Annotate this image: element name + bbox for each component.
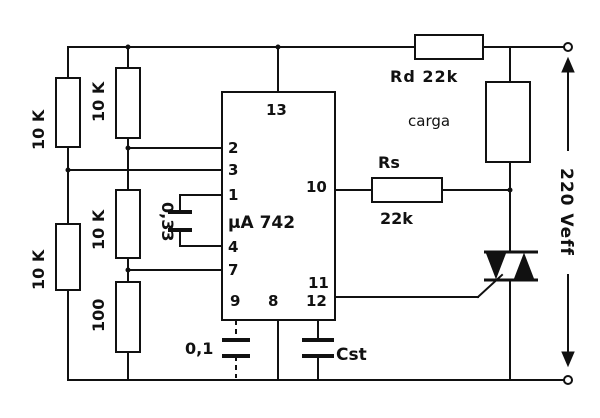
pin-9: 9 bbox=[230, 292, 240, 310]
resistor-left-inner-mid bbox=[115, 189, 141, 259]
pin-7: 7 bbox=[228, 261, 238, 279]
pin-11: 11 bbox=[308, 274, 329, 292]
chip-name: µA 742 bbox=[228, 213, 295, 233]
resistor-left-inner-bottom bbox=[115, 281, 141, 353]
capacitor-01 bbox=[222, 338, 250, 358]
label-cap-01: 0,1 bbox=[185, 339, 213, 358]
pin-4: 4 bbox=[228, 238, 238, 256]
label-rd: Rd 22k bbox=[390, 67, 458, 86]
pin-10: 10 bbox=[306, 178, 327, 196]
terminal-bottom bbox=[563, 375, 573, 385]
label-carga: carga bbox=[408, 112, 450, 130]
terminal-top bbox=[563, 42, 573, 52]
resistor-left-inner-top bbox=[115, 67, 141, 139]
label-r-left-inner-bottom: 100 bbox=[89, 299, 108, 332]
label-r-left-inner-mid: 10 K bbox=[89, 209, 108, 250]
label-rs-name: Rs bbox=[378, 153, 400, 172]
supply-arrow bbox=[561, 56, 575, 368]
pin-2: 2 bbox=[228, 139, 238, 157]
capacitor-cst bbox=[302, 338, 334, 358]
pin-1: 1 bbox=[228, 186, 238, 204]
capacitor-033 bbox=[168, 210, 192, 232]
resistor-left-outer-top bbox=[55, 77, 81, 148]
resistor-left-outer-bottom bbox=[55, 223, 81, 291]
junctions bbox=[65, 44, 513, 273]
label-cap-033: 0,33 bbox=[158, 202, 177, 241]
label-r-left-outer-bottom: 10 K bbox=[29, 249, 48, 290]
resistor-rd bbox=[414, 34, 484, 60]
label-r-left-outer-top: 10 K bbox=[29, 109, 48, 150]
label-rs-value: 22k bbox=[380, 209, 413, 228]
ic-ua742 bbox=[221, 91, 336, 321]
triac-symbol bbox=[484, 250, 538, 282]
resistor-rs bbox=[371, 177, 443, 203]
label-cap-cst: Cst bbox=[336, 345, 367, 365]
load-carga bbox=[485, 81, 531, 163]
pin-12: 12 bbox=[306, 292, 327, 310]
pin-8: 8 bbox=[268, 292, 278, 310]
label-supply: 220 Veff bbox=[556, 168, 576, 256]
pin-13: 13 bbox=[266, 101, 287, 119]
pin-3: 3 bbox=[228, 161, 238, 179]
wires bbox=[67, 46, 567, 381]
label-r-left-inner-top: 10 K bbox=[89, 81, 108, 122]
